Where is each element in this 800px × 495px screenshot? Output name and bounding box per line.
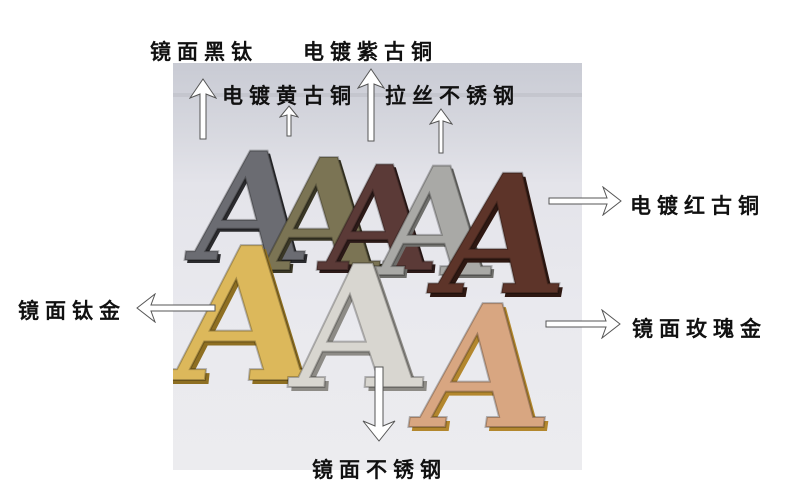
label-mirror-stainless-steel: 镜面不锈钢: [312, 457, 447, 482]
label-electroplated-purple-bronze: 电镀紫古铜: [303, 39, 438, 64]
arrow-right-icon: [545, 309, 621, 339]
background-shelf: [173, 93, 582, 97]
arrow-up-icon: [429, 108, 453, 154]
label-mirror-titanium-gold: 镜面钛金: [18, 298, 126, 323]
arrow-left-icon: [136, 293, 216, 323]
letter-mirror-stainless-steel: A: [285, 227, 433, 429]
arrow-up-icon: [357, 68, 385, 142]
label-brushed-stainless-steel: 拉丝不锈钢: [385, 83, 520, 108]
label-electroplated-yellow-bronze: 电镀黄古铜: [222, 83, 357, 108]
arrow-up-icon: [279, 105, 299, 137]
label-electroplated-red-bronze: 电镀红古铜: [630, 193, 765, 218]
arrow-up-icon: [189, 78, 217, 140]
arrow-down-icon: [362, 366, 396, 442]
label-mirror-black-titanium: 镜面黑钛: [150, 39, 258, 64]
letter-mirror-rose-gold: A: [403, 267, 565, 469]
label-mirror-rose-gold: 镜面玫瑰金: [632, 316, 767, 341]
arrow-right-icon: [548, 186, 622, 216]
